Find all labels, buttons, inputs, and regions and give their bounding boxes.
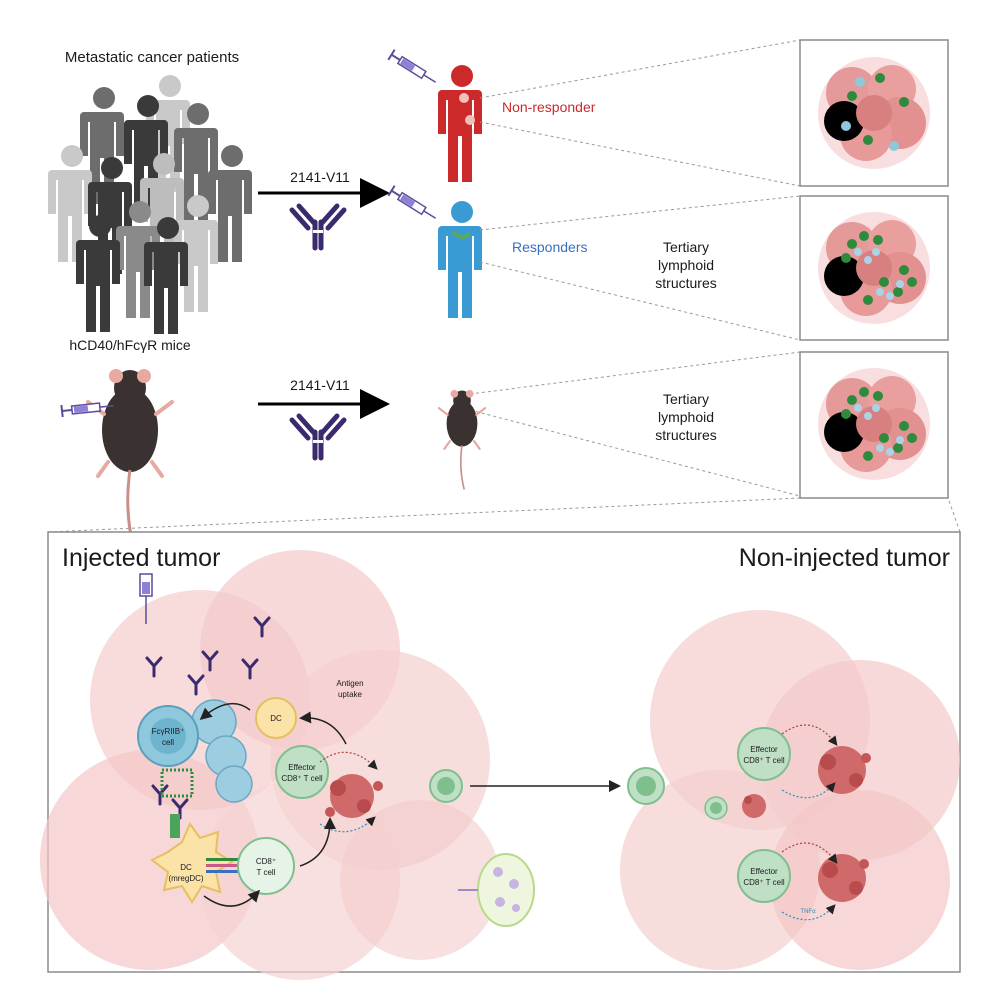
mregdc-cell — [150, 821, 234, 904]
effector-label-2: CD8⁺ T cell — [281, 774, 322, 783]
dc-label: DC — [270, 714, 282, 723]
antibody-bridge — [151, 768, 194, 838]
tumor-box-responder — [799, 195, 949, 341]
tumor-spot — [465, 115, 475, 125]
injected-tumor-tissue — [40, 550, 500, 980]
drug-label-mid: 2141-V11 — [290, 377, 350, 393]
activation-arrow — [299, 817, 336, 867]
lymph-node-icon — [458, 853, 535, 927]
tumor-spot — [450, 230, 471, 241]
tumor-cluster-icon — [818, 57, 930, 169]
antigen-label-2: uptake — [338, 690, 363, 699]
tls-label-mid: Tertiary lymphoid structures — [655, 391, 716, 443]
tls-label-top: Tertiary lymphoid structures — [655, 239, 716, 291]
tumor-cluster-icon — [818, 212, 930, 324]
fc-cell-cluster — [137, 699, 253, 803]
effector-label: Effector — [288, 763, 316, 772]
small-t-cell — [704, 796, 728, 820]
patient-crowd — [48, 75, 252, 334]
antibody-icon — [292, 416, 344, 458]
svg-text:Tertiary: Tertiary — [663, 391, 709, 407]
mregdc-label-2: (mregDC) — [168, 874, 203, 883]
mouse-icon — [86, 367, 174, 552]
dc-arrow — [199, 702, 251, 720]
cd8-t-cell — [237, 837, 295, 895]
receptor-bars — [206, 858, 242, 873]
patients-label: Metastatic cancer patients — [65, 49, 239, 66]
non-responder-person-icon — [438, 65, 482, 182]
fc-cell-label-2: cell — [162, 738, 174, 747]
noninjected-tumor-title: Non-injected tumor — [739, 544, 950, 572]
syringe-icon — [387, 184, 440, 225]
tumor-box-mouse — [799, 351, 949, 499]
mice-label: hCD40/hFcγR mice — [69, 337, 191, 353]
tnf-label: TNFα — [800, 909, 816, 915]
priming-arrow — [203, 889, 261, 907]
treated-mouse-icon — [437, 388, 487, 491]
antigen-arrow — [299, 711, 347, 745]
effector-t-cell-3 — [737, 849, 791, 903]
killing-arc-6 — [781, 904, 836, 921]
svg-text:lymphoid: lymphoid — [658, 409, 714, 425]
svg-text:structures: structures — [655, 427, 716, 443]
dc-cell — [255, 697, 297, 739]
dying-tumor-cell-2 — [818, 746, 871, 794]
responder-person-icon — [438, 201, 482, 318]
responders-label: Responders — [512, 239, 588, 255]
effector3-label-2: CD8⁺ T cell — [743, 878, 784, 887]
cd8-label-2: T cell — [257, 868, 276, 877]
svg-text:Tertiary: Tertiary — [663, 239, 709, 255]
mregdc-label: DC — [180, 863, 192, 872]
injected-tumor-title: Injected tumor — [62, 544, 220, 572]
small-tumor-cell — [742, 794, 766, 818]
tumor-cluster-icon — [818, 368, 930, 480]
dying-tumor-cell — [325, 774, 383, 818]
zoom-lines — [47, 39, 961, 533]
killing-arc-4 — [781, 782, 836, 799]
svg-text:lymphoid: lymphoid — [658, 257, 714, 273]
tumor-spot — [459, 93, 469, 103]
tumor-box-non-responder — [799, 39, 949, 187]
fc-cell-label: FcγRIIB⁺ — [152, 727, 185, 736]
effector-t-cell — [275, 745, 329, 799]
syringe-icon — [139, 573, 153, 624]
non-responder-label: Non-responder — [502, 99, 596, 115]
migrating-t-cell — [429, 769, 463, 803]
arrived-t-cell — [627, 767, 665, 805]
dying-tumor-cell-3 — [818, 854, 869, 902]
antigen-label: Antigen — [336, 679, 363, 688]
effector3-label: Effector — [750, 867, 778, 876]
antibody-icon — [292, 206, 344, 248]
effector2-label: Effector — [750, 745, 778, 754]
syringe-icon — [387, 48, 440, 89]
effector-t-cell-2 — [737, 727, 791, 781]
cd8-label: CD8⁺ — [256, 857, 276, 866]
drug-label-top: 2141-V11 — [290, 169, 350, 185]
effector2-label-2: CD8⁺ T cell — [743, 756, 784, 765]
svg-text:structures: structures — [655, 275, 716, 291]
